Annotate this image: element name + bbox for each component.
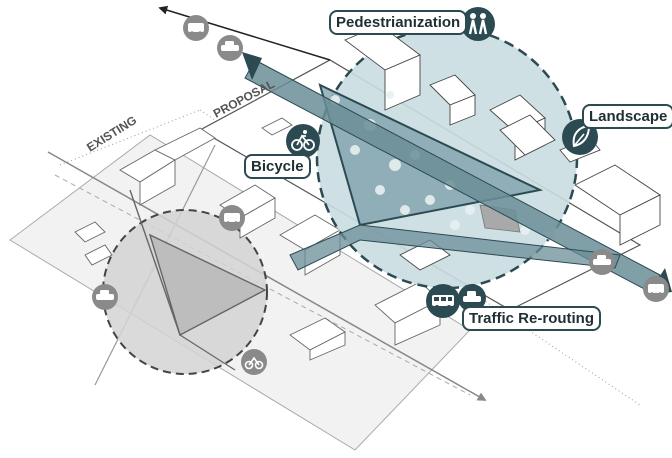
traffic-rerouting-label: Traffic Re-routing	[462, 306, 602, 331]
pedestrianization-label: Pedestrianization	[329, 10, 468, 35]
existing-label: EXISTING	[84, 113, 139, 155]
bicycle-icon	[286, 124, 320, 158]
car-icon	[217, 35, 243, 61]
car-icon	[589, 249, 615, 275]
bicycle-label: Bicycle	[244, 154, 311, 179]
traffic-arrow-head	[242, 52, 262, 80]
car-icon	[458, 284, 486, 312]
bus-icon	[183, 15, 209, 41]
bus-icon	[219, 205, 245, 231]
motorbike-icon	[241, 349, 267, 375]
proposal-road-arrow	[158, 5, 331, 61]
existing-buildings	[74, 117, 441, 361]
landscape-label: Landscape	[582, 104, 672, 129]
proposal-buildings	[344, 24, 661, 271]
existing-road	[47, 151, 487, 401]
car-icon	[92, 284, 118, 310]
bicycle-route-band	[289, 224, 621, 271]
existing-intersection-triangle	[148, 233, 267, 337]
existing-road	[179, 334, 236, 371]
pedestrian-icon	[461, 7, 495, 41]
existing-road	[129, 189, 181, 336]
bus-icon	[643, 276, 669, 302]
bus-icon	[426, 284, 460, 318]
